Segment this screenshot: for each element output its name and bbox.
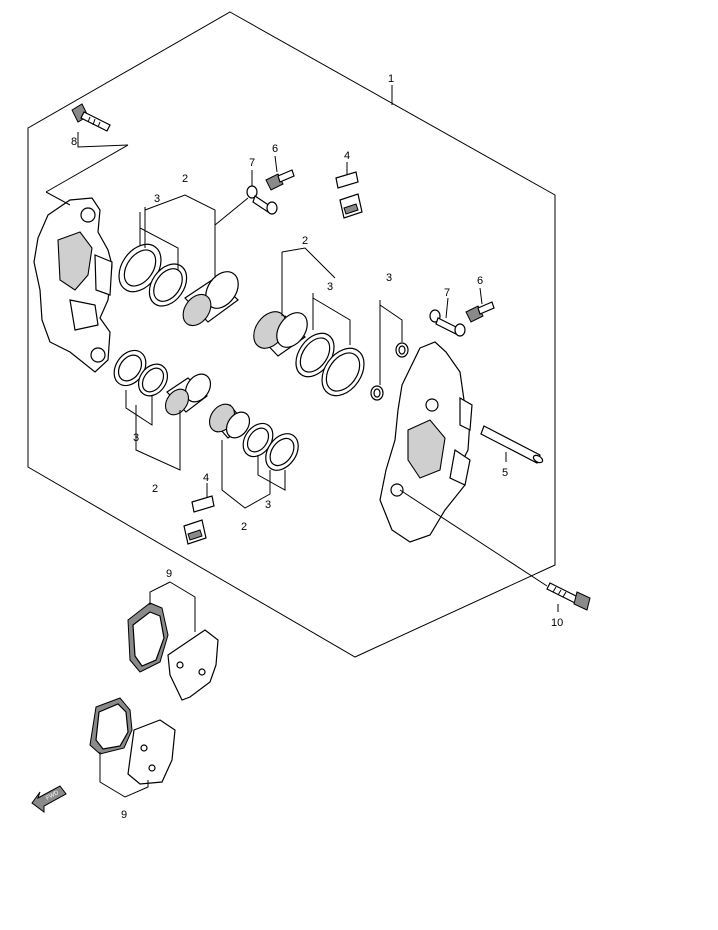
brake-pad-lower-set: [89, 697, 176, 785]
cap-7-upper: [246, 185, 278, 215]
right-small-seals: [370, 342, 409, 401]
callout-3: 3: [327, 281, 333, 293]
left-caliper-body: [33, 197, 113, 373]
callout-2: 2: [152, 483, 158, 495]
callout-6: 6: [272, 143, 278, 155]
leader-lines: [77, 132, 559, 798]
right-caliper-body: [379, 341, 473, 543]
assembly-outline: [27, 11, 556, 658]
middle-lower-seals: [242, 422, 299, 471]
callout-3: 3: [265, 499, 271, 511]
callout-2: 2: [241, 521, 247, 533]
upper-left-seals: [118, 243, 188, 307]
callout-7: 7: [249, 157, 255, 169]
callout-5: 5: [502, 467, 508, 479]
lower-left-seals: [113, 349, 169, 397]
middle-lower-piston: [208, 403, 251, 439]
callout-6: 6: [477, 275, 483, 287]
clip-4-lower: [183, 495, 215, 545]
callout-2: 2: [302, 235, 308, 247]
callout-labels: 1 2 3 2 3 3 3 2 2 3 4 4 5 6 6 7 7 8 9 9 …: [71, 73, 563, 821]
callout-9: 9: [166, 568, 172, 580]
middle-upper-seals: [295, 332, 365, 397]
upper-left-piston: [182, 271, 239, 327]
clip-4-upper: [335, 171, 363, 219]
brake-pad-upper-set: [127, 602, 219, 701]
fwd-arrow-icon: FWD: [31, 785, 67, 813]
callout-8: 8: [71, 136, 77, 148]
bleeder-6-upper: [265, 169, 295, 191]
cap-7-right: [429, 309, 466, 337]
callout-4: 4: [203, 472, 209, 484]
bleeder-6-right: [465, 301, 495, 323]
lower-left-piston: [164, 373, 212, 416]
callout-4: 4: [344, 150, 350, 162]
middle-upper-piston: [253, 311, 308, 357]
callout-2: 2: [182, 173, 188, 185]
callout-3: 3: [386, 272, 392, 284]
pin-5: [480, 425, 544, 464]
bolt-8: [71, 103, 111, 132]
callout-7: 7: [444, 287, 450, 299]
callout-3: 3: [133, 432, 139, 444]
callout-10: 10: [551, 617, 563, 629]
callout-3: 3: [154, 193, 160, 205]
bolt-10: [546, 582, 591, 611]
callout-1: 1: [388, 73, 394, 85]
callout-9: 9: [121, 809, 127, 821]
